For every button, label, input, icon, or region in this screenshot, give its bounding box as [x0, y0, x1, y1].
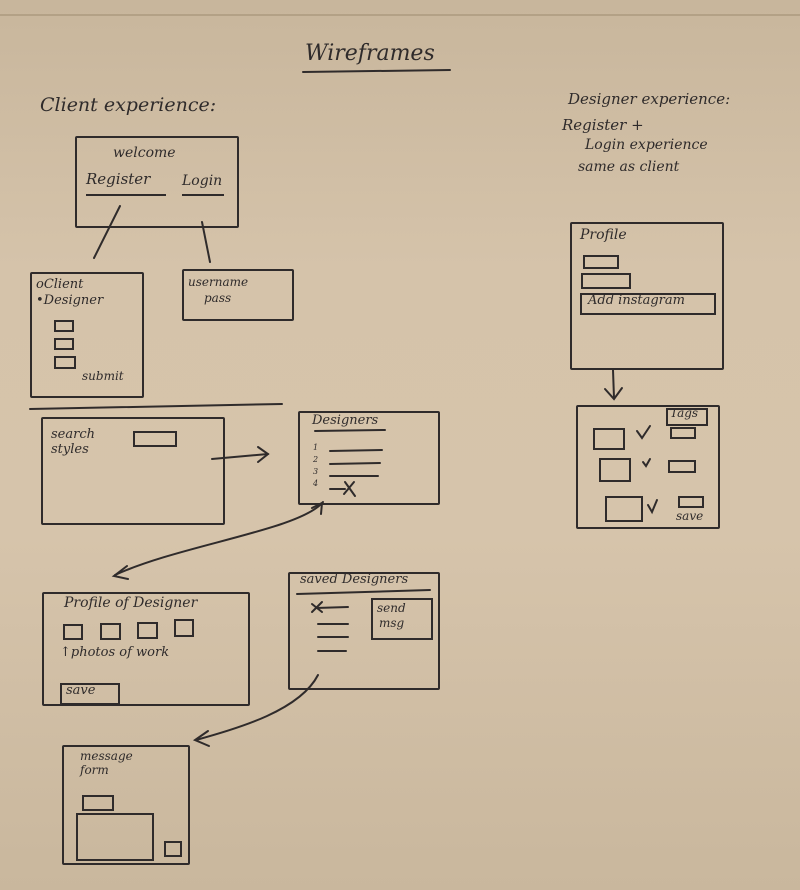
login-link[interactable]: Login [182, 173, 223, 189]
designer-save-button[interactable] [60, 683, 120, 705]
tag-input-2[interactable] [668, 460, 696, 473]
arrow-designers-profile [114, 501, 324, 576]
role-field-3[interactable] [54, 356, 76, 369]
submit-button[interactable]: submit [82, 369, 124, 383]
paper-top-edge [0, 14, 800, 16]
arrowhead-search-designers [257, 446, 270, 463]
section-divider [29, 403, 283, 410]
designer-rank-2: 2 [313, 455, 319, 464]
designer-rank-1: 1 [313, 443, 319, 452]
client-option[interactable]: oClient [36, 277, 84, 292]
saved-designers-frame [288, 572, 440, 690]
tag-input-1[interactable] [670, 427, 696, 439]
saved-designers-title: saved Designers [300, 572, 409, 587]
designer-rank-4: 4 [313, 479, 319, 488]
designer-option[interactable]: •Designer [36, 293, 104, 308]
arrowhead-designers-profile [111, 565, 129, 580]
designers-title: Designers [312, 413, 379, 428]
arrow-saved-message [195, 674, 319, 741]
message-send-button[interactable] [164, 841, 182, 857]
work-photo-2[interactable] [100, 623, 121, 640]
work-photo-1[interactable] [63, 624, 83, 640]
photos-caption: ↑photos of work [60, 645, 170, 660]
add-instagram-label: Add instagram [588, 293, 685, 308]
message-subject-input[interactable] [82, 795, 114, 811]
tag-photo-2[interactable] [599, 458, 631, 482]
designer-experience-heading: Designer experience: [568, 90, 731, 108]
send-label-line-1: send [377, 601, 406, 615]
designer-profile-frame [42, 592, 250, 706]
client-experience-heading: Client experience: [40, 94, 217, 116]
designer-note-line-1: Register + [562, 116, 644, 134]
login-form-frame [182, 269, 294, 321]
arrowhead-saved-message [192, 730, 210, 747]
profile-field-2[interactable] [581, 273, 631, 289]
register-underline [86, 194, 166, 196]
designers-frame [298, 411, 440, 505]
tags-header [666, 408, 708, 426]
profile-setup-frame [570, 222, 724, 370]
arrow-search-designers [211, 453, 269, 460]
work-photo-4[interactable] [174, 619, 194, 637]
tagging-frame [576, 405, 720, 529]
register-link[interactable]: Register [86, 170, 151, 188]
tag-input-3[interactable] [678, 496, 704, 508]
title-underline [302, 69, 451, 73]
login-underline [182, 194, 224, 196]
welcome-title: welcome [113, 145, 176, 161]
role-field-2[interactable] [54, 338, 74, 350]
search-frame [41, 417, 225, 525]
designer-profile-title: Profile of Designer [64, 595, 198, 611]
designer-save-label: save [66, 683, 96, 698]
connector-register [93, 205, 121, 259]
work-photo-3[interactable] [137, 622, 158, 639]
role-field-1[interactable] [54, 320, 74, 332]
role-select-frame [30, 272, 144, 398]
page-title: Wireframes [305, 41, 435, 66]
message-body-input[interactable] [76, 813, 154, 861]
arrowhead-profile-tags [604, 387, 623, 401]
tags-label: Tags [670, 406, 699, 420]
designer-rank-3: 3 [313, 467, 319, 476]
profile-field-1[interactable] [583, 255, 619, 269]
send-label-line-2: msg [379, 616, 405, 630]
username-label: username [188, 275, 249, 289]
designer-note-line-2: Login experience [585, 137, 708, 153]
search-label-line-1: search [51, 427, 95, 442]
message-form-title-line-2: form [80, 763, 109, 777]
message-form-title-line-1: message [80, 749, 133, 763]
add-instagram-button[interactable] [580, 293, 716, 315]
designer-note-line-3: same as client [578, 159, 680, 175]
pass-label: pass [204, 291, 232, 305]
welcome-frame [75, 136, 239, 228]
tag-photo-1[interactable] [593, 428, 625, 450]
arrow-profile-tags [612, 369, 615, 399]
search-input[interactable] [133, 431, 177, 447]
message-form-frame [62, 745, 190, 865]
tag-photo-3[interactable] [605, 496, 643, 522]
search-label-line-2: styles [51, 442, 89, 457]
profile-setup-title: Profile [580, 227, 627, 243]
send-msg-button[interactable] [371, 598, 433, 640]
tagging-save-button[interactable]: save [676, 509, 704, 523]
connector-login [201, 221, 211, 263]
